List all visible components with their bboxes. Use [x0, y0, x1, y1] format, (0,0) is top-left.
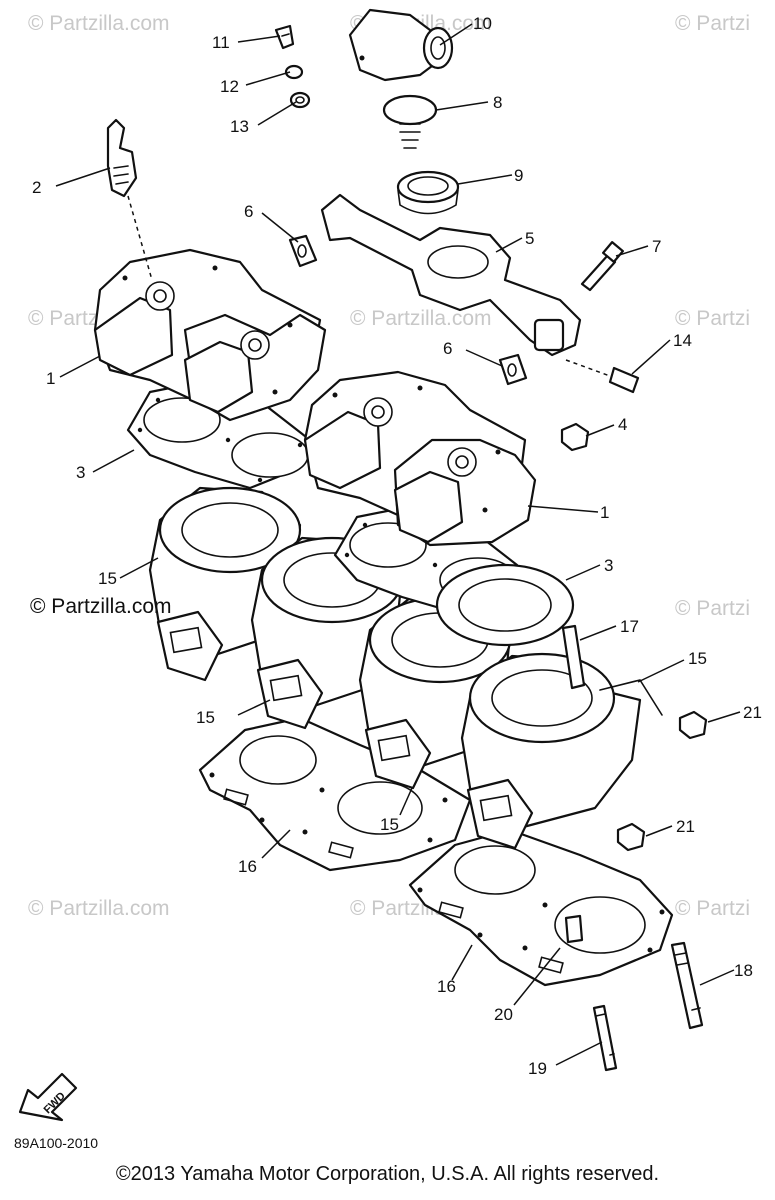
- callout-13: 13: [230, 117, 249, 136]
- watermark: © Partzi: [675, 12, 750, 35]
- callout-3: 3: [604, 556, 613, 575]
- callout-21: 21: [743, 703, 762, 722]
- callout-8: 8: [493, 93, 502, 112]
- callout-1: 1: [46, 369, 55, 388]
- watermark: © Partzilla.com: [28, 12, 170, 35]
- washer-12: [284, 64, 304, 80]
- gasket-6-lower: [498, 353, 528, 386]
- nut-4: [560, 422, 590, 452]
- washer-13: [289, 91, 311, 109]
- dowel-20: [564, 914, 584, 944]
- callout-20: 20: [494, 1005, 513, 1024]
- callout-5: 5: [525, 229, 534, 248]
- cylinder-4: [460, 652, 663, 850]
- thermostat-seal: [396, 170, 460, 215]
- watermark: © Partzi: [675, 897, 750, 920]
- callout-3: 3: [76, 463, 85, 482]
- callout-16: 16: [437, 977, 456, 996]
- watermark: © Partzilla.com: [28, 897, 170, 920]
- callout-16: 16: [238, 857, 257, 876]
- thermostat-cover: [348, 8, 454, 82]
- stud-19: [592, 1004, 618, 1072]
- callout-14: 14: [673, 331, 692, 350]
- callout-17: 17: [620, 617, 639, 636]
- callout-15: 15: [688, 649, 707, 668]
- callout-6: 6: [244, 202, 253, 221]
- callout-1: 1: [600, 503, 609, 522]
- nut-21-upper: [678, 710, 708, 740]
- watermark: © Partzilla.com: [350, 307, 492, 330]
- cylinder-head-left: [93, 248, 327, 422]
- water-manifold: [320, 193, 582, 357]
- leader-lines: [55, 23, 741, 1066]
- watermark-dark: © Partzilla.com: [30, 595, 172, 618]
- thermostat: [382, 94, 438, 149]
- base-gasket-right: [408, 828, 674, 987]
- bolt-7: [580, 241, 624, 292]
- callout-6: 6: [443, 339, 452, 358]
- stud-17: [561, 624, 586, 690]
- cylinder-head-right: [303, 370, 537, 547]
- callout-15: 15: [380, 815, 399, 834]
- stud-18: [670, 941, 704, 1030]
- nut-21-lower: [616, 822, 646, 852]
- callout-2: 2: [32, 178, 41, 197]
- gasket-6-upper: [288, 234, 318, 268]
- base-gasket-left: [198, 716, 472, 872]
- callout-12: 12: [220, 77, 239, 96]
- callout-11: 11: [212, 33, 230, 52]
- forward-arrow-icon: FWD: [18, 1072, 78, 1122]
- callout-15: 15: [98, 569, 117, 588]
- diagram-code: 89A100-2010: [14, 1135, 98, 1151]
- callout-9: 9: [514, 166, 523, 185]
- fitting-14: [608, 366, 640, 394]
- callout-19: 19: [528, 1059, 547, 1078]
- callout-4: 4: [618, 415, 627, 434]
- callout-21: 21: [676, 817, 695, 836]
- watermark: © Partzi: [675, 597, 750, 620]
- temperature-sensor: [106, 118, 138, 198]
- callout-numbers: 10 11 12 13 8 2 9 6 5 7 14 6 1 4 3 1 3 1…: [32, 14, 762, 1078]
- bolt-11: [274, 24, 295, 50]
- copyright-notice: ©2013 Yamaha Motor Corporation, U.S.A. A…: [115, 1163, 660, 1185]
- callout-18: 18: [734, 961, 753, 980]
- callout-15: 15: [196, 708, 215, 727]
- callout-7: 7: [652, 237, 661, 256]
- callout-10: 10: [473, 14, 492, 33]
- watermark: © Partzi: [675, 307, 750, 330]
